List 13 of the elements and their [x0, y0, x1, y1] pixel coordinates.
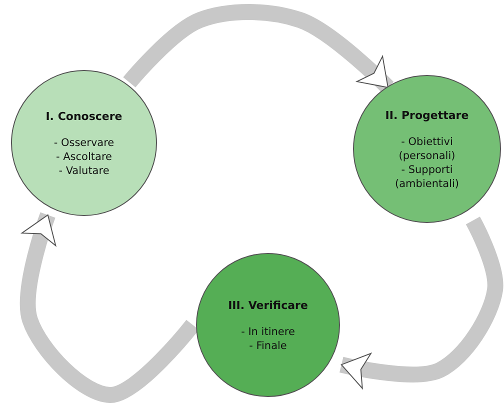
list-item: - Osservare: [52, 136, 116, 150]
curved-arrow: [20, 212, 199, 403]
curved-arrow: [340, 216, 504, 389]
stage-title: II. Progettare: [384, 108, 470, 122]
curved-arrow: [123, 4, 394, 94]
stage-title: I. Conoscere: [44, 108, 124, 124]
stage-title: III. Verificare: [227, 298, 309, 312]
list-item: - Valutare: [58, 164, 110, 178]
list-item: - Finale: [248, 338, 288, 352]
list-item: - Obiettivi (personali): [398, 134, 456, 162]
list-item: - Ascoltare: [55, 150, 113, 164]
list-item: - In itinere: [240, 324, 296, 338]
list-item: - Supporti (ambientali): [394, 162, 460, 190]
